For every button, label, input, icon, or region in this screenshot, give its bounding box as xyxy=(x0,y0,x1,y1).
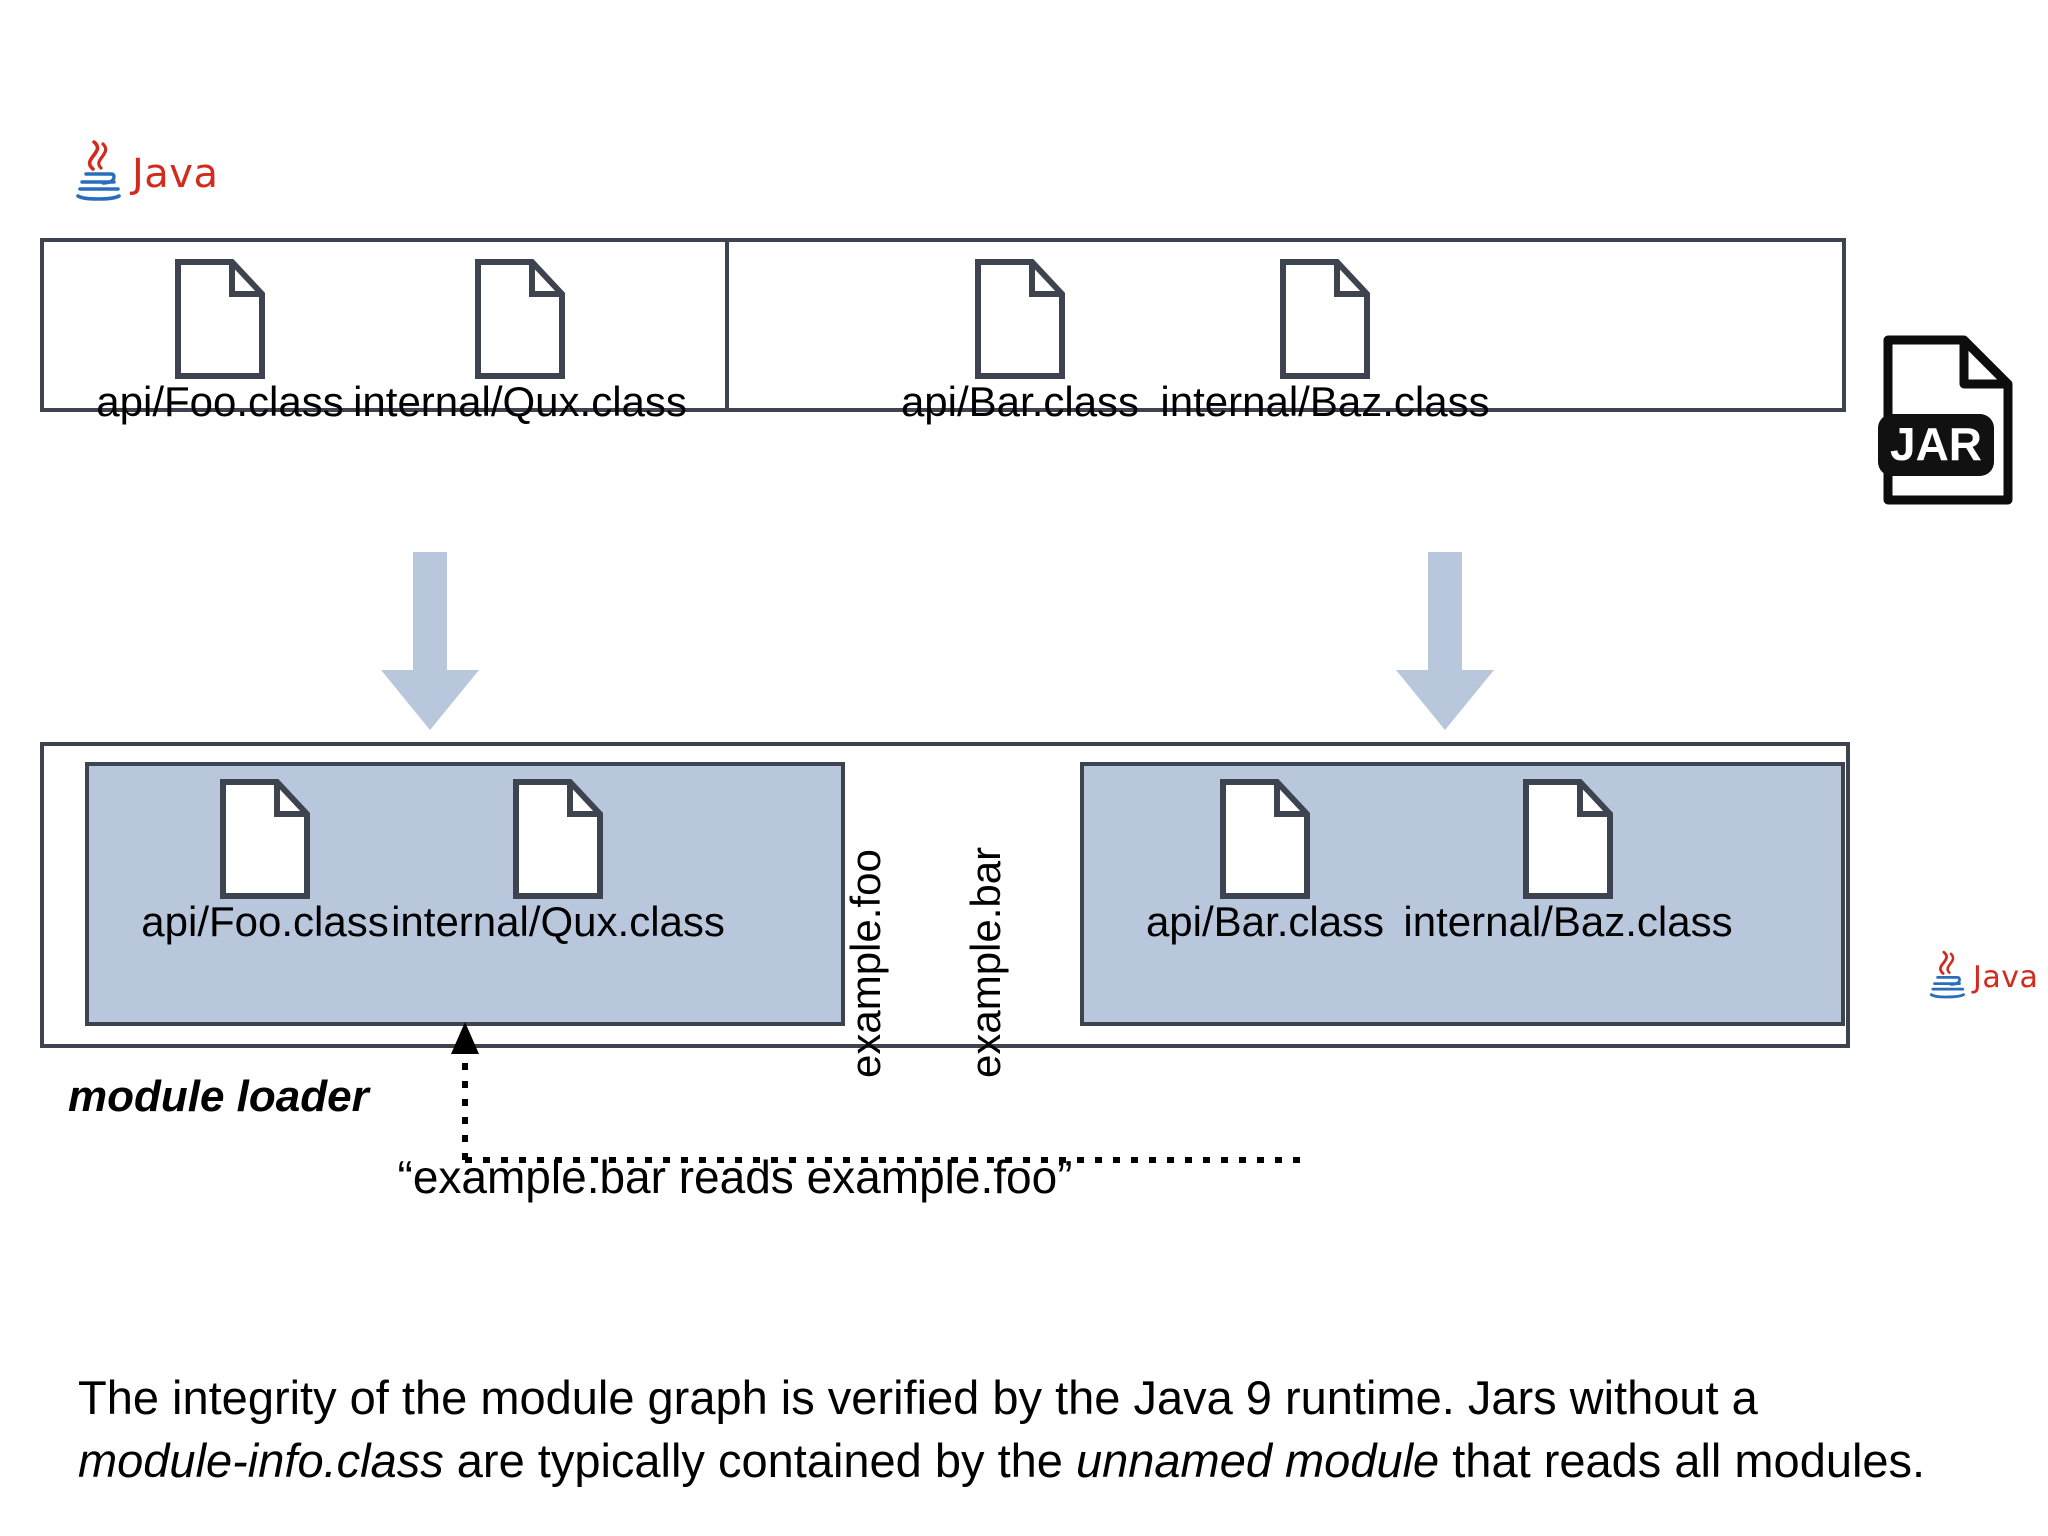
module-example-bar xyxy=(1080,762,1845,1026)
module-loader-label: module loader xyxy=(68,1072,369,1121)
class-file-label: internal/Baz.class xyxy=(1160,378,1490,425)
java-wordmark: Java xyxy=(132,150,219,197)
class-file-icon xyxy=(220,779,310,899)
reads-relation-label: “example.bar reads example.foo” xyxy=(397,1151,1073,1203)
class-file-icon xyxy=(975,259,1065,379)
java-coffee-cup-icon xyxy=(1925,950,1969,1005)
class-file-icon xyxy=(1220,779,1310,899)
java-wordmark: Java xyxy=(1973,960,2039,995)
class-file-bar-jar: api/Bar.class xyxy=(855,258,1185,424)
arrow-load-foo xyxy=(375,552,485,737)
java-coffee-cup-icon xyxy=(70,140,126,207)
class-file-label: api/Foo.class xyxy=(141,898,389,945)
arrow-load-bar xyxy=(1390,552,1500,737)
caption-italic-unnamed-module: unnamed module xyxy=(1075,1434,1440,1488)
class-file-icon xyxy=(513,779,603,899)
class-file-qux-module: internal/Qux.class xyxy=(368,778,748,944)
class-file-baz-module: internal/Baz.class xyxy=(1378,778,1758,944)
jar-panel-divider xyxy=(725,238,729,412)
class-file-foo-jar: api/Foo.class xyxy=(55,258,385,424)
java-logo-bottom: Java xyxy=(1925,950,2038,1005)
caption-line2-middle: are typically contained by the xyxy=(443,1434,1076,1488)
class-file-label: api/Bar.class xyxy=(1145,898,1385,945)
caption-text: The integrity of the module graph is ver… xyxy=(78,1366,1998,1493)
class-file-label: api/Foo.class xyxy=(96,378,344,425)
module-example-foo xyxy=(85,762,845,1026)
caption-line1: The integrity of the module graph is ver… xyxy=(78,1371,1758,1424)
class-file-icon xyxy=(175,259,265,379)
class-file-icon xyxy=(475,259,565,379)
jar-badge-label: JAR xyxy=(1890,418,1982,470)
jar-file-icon: JAR xyxy=(1878,330,2018,515)
class-file-foo-module: api/Foo.class xyxy=(100,778,430,944)
java-logo-top: Java xyxy=(70,140,219,207)
class-file-label: internal/Qux.class xyxy=(353,378,687,425)
reads-relation-connector xyxy=(451,1022,1300,1163)
class-file-icon xyxy=(1523,779,1613,899)
class-file-qux-jar: internal/Qux.class xyxy=(330,258,710,424)
class-file-label: api/Bar.class xyxy=(900,378,1140,425)
class-file-bar-module: api/Bar.class xyxy=(1100,778,1430,944)
caption-italic-module-info: module-info.class xyxy=(78,1434,444,1488)
class-file-icon xyxy=(1280,259,1370,379)
class-file-label: internal/Baz.class xyxy=(1403,898,1733,945)
class-file-baz-jar: internal/Baz.class xyxy=(1135,258,1515,424)
class-file-label: internal/Qux.class xyxy=(391,898,725,945)
caption-line2-end: that reads all modules. xyxy=(1439,1434,1926,1488)
jar-contents-panel xyxy=(40,238,1846,412)
